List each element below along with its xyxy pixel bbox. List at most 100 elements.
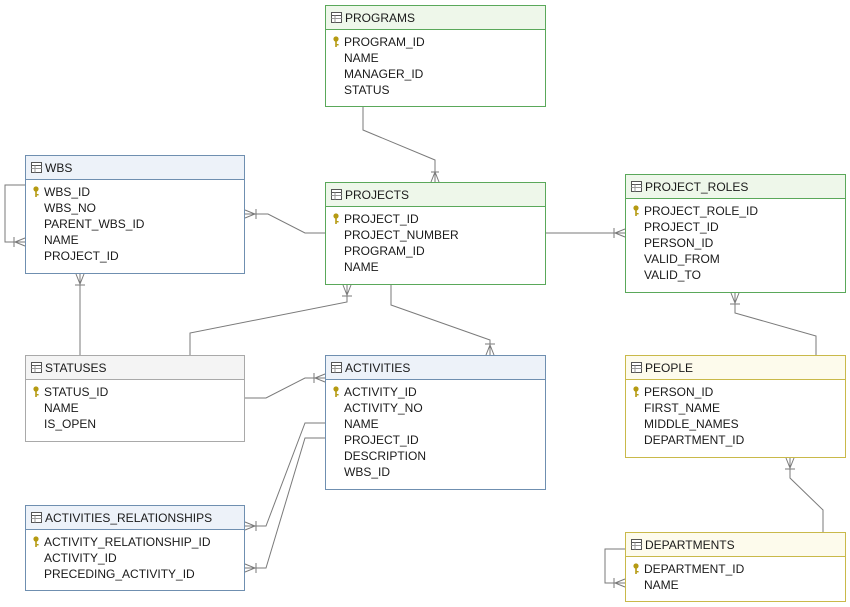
key-icon [333, 36, 339, 47]
column-pk: ACTIVITY_ID [326, 384, 545, 400]
table-icon [31, 512, 42, 523]
column: MIDDLE_NAMES [644, 417, 739, 431]
column: STATUS [344, 83, 390, 97]
entity-name: DEPARTMENTS [645, 537, 735, 552]
column: NAME [344, 260, 379, 274]
entity-header: WBS [26, 156, 244, 180]
entity-name: WBS [45, 160, 73, 175]
key-icon [33, 386, 39, 397]
connector-actrel-activities-2 [245, 437, 325, 569]
column: IS_OPEN [44, 417, 97, 431]
key-icon [333, 386, 339, 397]
column-pk: PROJECT_ROLE_ID [626, 203, 845, 219]
column-list: PROGRAM_ID NAME MANAGER_ID STATUS [326, 30, 545, 98]
column: PRECEDING_ACTIVITY_ID [44, 567, 195, 581]
entity-name: PROJECT_ROLES [645, 179, 749, 194]
entity-name: ACTIVITIES [345, 360, 411, 375]
table-icon [631, 539, 642, 550]
entity-statuses[interactable]: STATUSES STATUS_ID NAME IS_OPEN [25, 355, 245, 442]
column-pk: STATUS_ID [26, 384, 244, 400]
column-pk: PERSON_ID [626, 384, 845, 400]
crowfoot-wbs-right [244, 209, 257, 219]
column-list: PERSON_ID FIRST_NAME MIDDLE_NAMES DEPART… [626, 380, 845, 448]
crowfoot-projects-bottom [342, 284, 352, 297]
entity-project-roles[interactable]: PROJECT_ROLES PROJECT_ROLE_ID PROJECT_ID… [625, 174, 846, 293]
entity-programs[interactable]: PROGRAMS PROGRAM_ID NAME MANAGER_ID STAT… [325, 5, 546, 107]
table-icon [631, 362, 642, 373]
crowfoot-departments-self [613, 578, 626, 588]
crowfoot-roles-left [613, 228, 626, 238]
column: PROGRAM_ID [344, 244, 425, 258]
crowfoot-projects-top [430, 170, 440, 183]
entity-header: PROGRAMS [326, 6, 545, 30]
key-icon [333, 213, 339, 224]
column: MANAGER_ID [344, 67, 424, 81]
column-list: DEPARTMENT_ID NAME [626, 557, 845, 593]
crowfoot-actrel-right-1 [244, 521, 257, 531]
column: PROJECT_ID [44, 249, 119, 263]
entity-header: PROJECTS [326, 183, 545, 207]
crowfoot-people-bottom [785, 457, 795, 470]
entity-name: PEOPLE [645, 360, 694, 375]
crowfoot-activities-left [313, 373, 326, 383]
connector-departments-self [604, 548, 625, 584]
column: ACTIVITY_ID [44, 551, 117, 565]
entity-header: PEOPLE [626, 356, 845, 380]
entity-activities-relationships[interactable]: ACTIVITIES_RELATIONSHIPS ACTIVITY_RELATI… [25, 505, 245, 591]
connector-projects-activities [390, 285, 491, 355]
connector-wbs-projects [245, 213, 325, 234]
column-list: PROJECT_ROLE_ID PROJECT_ID PERSON_ID VAL… [626, 199, 845, 283]
column: ACTIVITY_NO [344, 401, 423, 415]
column-pk: DEPARTMENT_ID [626, 561, 845, 577]
entity-header: DEPARTMENTS [626, 533, 845, 557]
column: DESCRIPTION [344, 449, 427, 463]
table-icon [31, 362, 42, 373]
connector-wbs-self [4, 184, 25, 243]
entity-wbs[interactable]: WBS WBS_ID WBS_NO PARENT_WBS_ID NAME PRO… [25, 155, 245, 274]
connector-statuses-activities [245, 377, 325, 399]
column: NAME [644, 578, 679, 592]
entity-projects[interactable]: PROJECTS PROJECT_ID PROJECT_NUMBER PROGR… [325, 182, 546, 285]
column: PROJECT_ID [644, 220, 719, 234]
table-icon [331, 362, 342, 373]
column-pk: WBS_ID [26, 184, 244, 200]
entity-header: PROJECT_ROLES [626, 175, 845, 199]
column-list: ACTIVITY_RELATIONSHIP_ID ACTIVITY_ID PRE… [26, 530, 244, 582]
crowfoot-roles-bottom [730, 292, 740, 305]
column-pk: PROGRAM_ID [326, 34, 545, 50]
connector-programs-projects [362, 107, 436, 182]
entity-header: ACTIVITIES_RELATIONSHIPS [26, 506, 244, 530]
entity-name: ACTIVITIES_RELATIONSHIPS [45, 510, 213, 525]
column: PROJECT_NUMBER [344, 228, 459, 242]
table-icon [31, 162, 42, 173]
column: VALID_TO [644, 268, 701, 282]
column: PROJECT_ID [344, 433, 419, 447]
column: NAME [344, 51, 379, 65]
entity-people[interactable]: PEOPLE PERSON_ID FIRST_NAME MIDDLE_NAMES… [625, 355, 846, 458]
column: VALID_FROM [644, 252, 720, 266]
column-pk: PROJECT_ID [326, 211, 545, 227]
crowfoot-actrel-right-2 [244, 563, 257, 573]
connector-roles-people [734, 293, 817, 355]
column: PARENT_WBS_ID [44, 217, 145, 231]
column-list: ACTIVITY_ID ACTIVITY_NO NAME PROJECT_ID … [326, 380, 545, 480]
column: NAME [344, 417, 379, 431]
entity-name: STATUSES [45, 360, 107, 375]
key-icon [633, 205, 639, 216]
column-list: WBS_ID WBS_NO PARENT_WBS_ID NAME PROJECT… [26, 180, 244, 264]
crowfoot-wbs-bottom [75, 273, 85, 286]
entity-header: STATUSES [26, 356, 244, 380]
entity-departments[interactable]: DEPARTMENTS DEPARTMENT_ID NAME [625, 532, 846, 602]
column: NAME [44, 401, 79, 415]
column: DEPARTMENT_ID [644, 433, 745, 447]
table-icon [331, 189, 342, 200]
column: FIRST_NAME [644, 401, 721, 415]
key-icon [33, 186, 39, 197]
column-list: STATUS_ID NAME IS_OPEN [26, 380, 244, 432]
column-list: PROJECT_ID PROJECT_NUMBER PROGRAM_ID NAM… [326, 207, 545, 275]
entity-name: PROJECTS [345, 187, 410, 202]
column: PERSON_ID [644, 236, 714, 250]
entity-activities[interactable]: ACTIVITIES ACTIVITY_ID ACTIVITY_NO NAME … [325, 355, 546, 490]
entity-header: ACTIVITIES [326, 356, 545, 380]
